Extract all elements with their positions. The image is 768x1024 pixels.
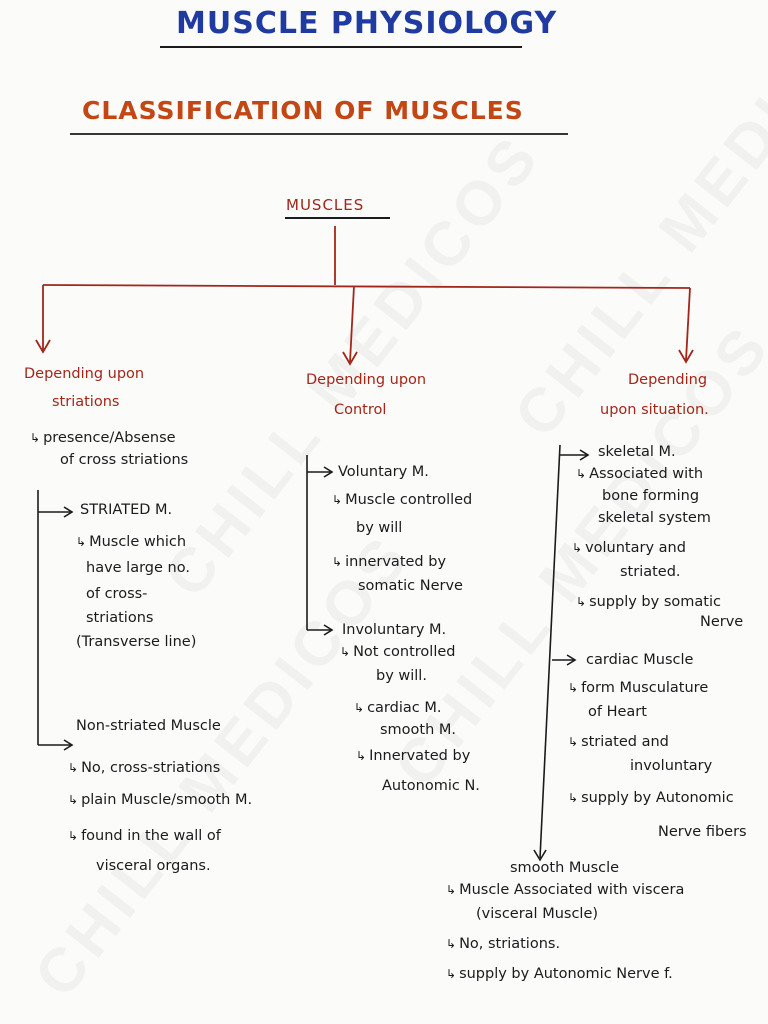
- arrow-icon: ↳: [30, 431, 41, 445]
- arrow-icon: ↳: [340, 645, 351, 659]
- arrow-icon: ↳: [76, 535, 87, 549]
- node-text: ↳No, striations.: [446, 936, 561, 952]
- node-text: have large no.: [86, 560, 190, 576]
- branch-heading: Depending upon: [306, 372, 427, 388]
- node-text: Nerve: [700, 614, 744, 630]
- node-text: ↳plain Muscle/smooth M.: [68, 792, 253, 808]
- node-text: ↳innervated by: [332, 554, 447, 570]
- node-text: Autonomic N.: [382, 778, 480, 794]
- node-text: ↳No, cross-striations: [68, 760, 221, 776]
- node-text: somatic Nerve: [358, 578, 463, 594]
- node-text: by will.: [376, 668, 427, 684]
- criterion-text: ↳presence/Absense: [30, 430, 176, 446]
- node-text: involuntary: [630, 758, 713, 774]
- node-text: striated.: [620, 564, 681, 580]
- page-title: MUSCLE PHYSIOLOGY: [176, 6, 558, 41]
- node-text: ↳supply by somatic: [576, 594, 721, 610]
- node-text: visceral organs.: [96, 858, 211, 874]
- node-text: Nerve fibers: [658, 824, 747, 840]
- node-text: ↳Muscle which: [76, 534, 187, 550]
- node-text: ↳found in the wall of: [68, 828, 221, 844]
- arrow-icon: ↳: [332, 493, 343, 507]
- node-text: striations: [86, 610, 154, 626]
- arrow-icon: ↳: [68, 793, 79, 807]
- node-text: ↳supply by Autonomic Nerve f.: [446, 966, 673, 982]
- arrow-icon: ↳: [332, 555, 343, 569]
- node-text: skeletal system: [598, 510, 711, 526]
- node-text: ↳form Musculature: [568, 680, 709, 696]
- arrow-icon: ↳: [68, 761, 79, 775]
- node-text: smooth M.: [380, 722, 457, 738]
- node-text: ↳supply by Autonomic: [568, 790, 734, 806]
- node-text: of cross-: [86, 586, 148, 602]
- node-text: (Transverse line): [76, 634, 197, 650]
- arrow-icon: ↳: [576, 467, 587, 481]
- node-title: Non-striated Muscle: [76, 718, 221, 734]
- tree-root-label: MUSCLES: [286, 196, 365, 214]
- node-title: skeletal M.: [598, 444, 676, 460]
- node-text: ↳Innervated by: [356, 748, 471, 764]
- arrow-icon: ↳: [568, 791, 579, 805]
- node-text: of Heart: [588, 704, 647, 720]
- node-title: cardiac Muscle: [586, 652, 694, 668]
- arrow-icon: ↳: [568, 681, 579, 695]
- arrow-icon: ↳: [356, 749, 367, 763]
- arrow-icon: ↳: [576, 595, 587, 609]
- arrow-icon: ↳: [568, 735, 579, 749]
- branch-heading: Depending: [628, 372, 708, 388]
- arrow-icon: ↳: [572, 541, 583, 555]
- arrow-icon: ↳: [446, 967, 457, 981]
- arrow-icon: ↳: [68, 829, 79, 843]
- arrow-icon: ↳: [446, 937, 457, 951]
- node-text: ↳Muscle Associated with viscera: [446, 882, 685, 898]
- node-text: ↳voluntary and: [572, 540, 686, 556]
- node-text: bone forming: [602, 488, 700, 504]
- node-text: ↳Muscle controlled: [332, 492, 473, 508]
- criterion-text: of cross striations: [60, 452, 189, 468]
- node-text: ↳cardiac M.: [354, 700, 442, 716]
- node-text: ↳Associated with: [576, 466, 704, 482]
- page-subtitle: CLASSIFICATION OF MUSCLES: [82, 96, 524, 125]
- branch-heading: striations: [52, 394, 120, 410]
- node-text: ↳Not controlled: [340, 644, 456, 660]
- node-text: by will: [356, 520, 403, 536]
- arrow-icon: ↳: [446, 883, 457, 897]
- branch-heading: Depending upon: [24, 366, 145, 382]
- node-title: Involuntary M.: [342, 622, 447, 638]
- branch-heading: upon situation.: [600, 402, 709, 418]
- node-title: Voluntary M.: [338, 464, 429, 480]
- node-title: STRIATED M.: [80, 502, 173, 518]
- node-title: smooth Muscle: [510, 860, 620, 876]
- node-text: ↳striated and: [568, 734, 669, 750]
- node-text: (visceral Muscle): [476, 906, 599, 922]
- arrow-icon: ↳: [354, 701, 365, 715]
- branch-heading: Control: [334, 402, 387, 418]
